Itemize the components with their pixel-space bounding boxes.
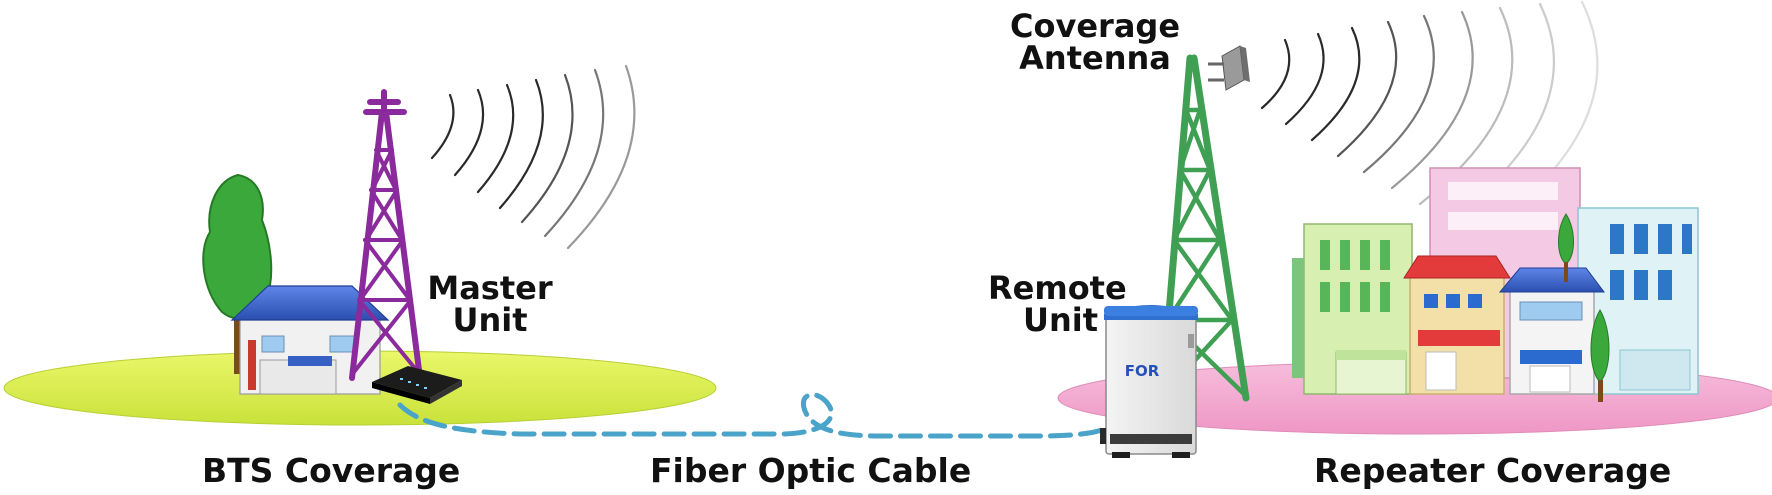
master-unit-label: Master Unit <box>426 272 554 336</box>
master-unit-label-line2: Unit <box>452 301 528 339</box>
remote-unit-label-line1: Remote <box>988 269 1127 307</box>
repeater-coverage-label: Repeater Coverage <box>1314 451 1672 490</box>
remote-unit-label-line2: Unit <box>1022 301 1098 339</box>
fiber-optic-cable <box>397 392 1109 439</box>
fiber-optic-cable-label: Fiber Optic Cable <box>650 451 972 490</box>
remote-unit-cabinet-icon: FOR <box>1100 305 1198 458</box>
coverage-antenna-label-line2: Antenna <box>1019 39 1171 77</box>
city-buildings-icon <box>1292 167 1699 402</box>
antenna-icon <box>1208 45 1250 91</box>
bts-coverage-label: BTS Coverage <box>202 451 461 490</box>
coverage-antenna-label: Coverage Antenna <box>1010 10 1180 74</box>
remote-unit-label: Remote Unit <box>988 269 1127 339</box>
signal-waves-icon <box>430 64 636 250</box>
router-icon <box>372 366 462 404</box>
remote-unit-brand: FOR <box>1125 362 1160 380</box>
house-icon <box>230 285 390 395</box>
coverage-antenna-label-line1: Coverage <box>1010 7 1181 45</box>
tower-icon <box>349 89 423 381</box>
master-unit-label-line1: Master <box>427 269 553 307</box>
